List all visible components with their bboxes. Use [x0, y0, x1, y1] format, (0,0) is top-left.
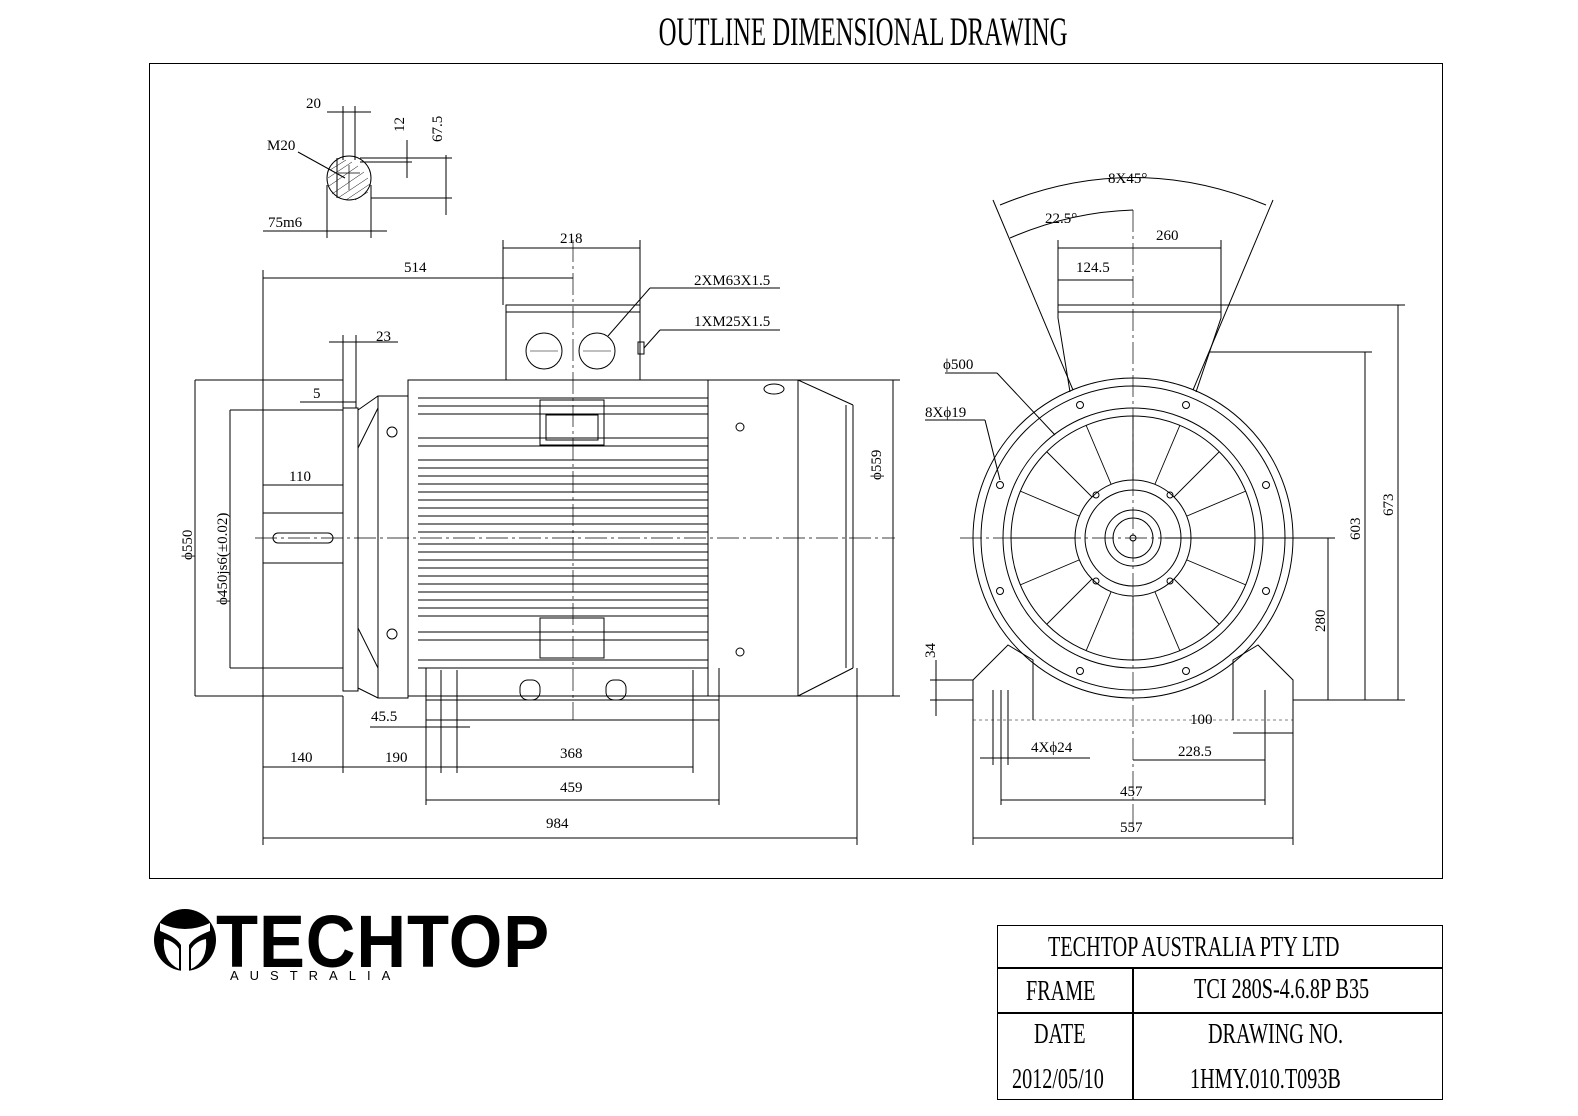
dim-tb-width: 218: [560, 231, 583, 247]
shaft-end-detail: [263, 106, 452, 238]
dim-gland-aux: 1XM25X1.5: [694, 314, 770, 330]
dim-shaft-length: 140: [290, 750, 313, 766]
dim-foot-holes-axial: 368: [560, 746, 583, 762]
drawing-no-label: DRAWING NO.: [1208, 1019, 1344, 1050]
techtop-logo-icon: [154, 909, 216, 971]
dim-pcd: ϕ500: [943, 357, 973, 373]
title-block: TECHTOP AUSTRALIA PTY LTD FRAME TCI 280S…: [997, 925, 1443, 1100]
title-block-divider: [1132, 967, 1134, 1099]
dim-shaft-key-depth: 12: [392, 117, 408, 132]
dim-height-tb-top: 603: [1348, 518, 1364, 541]
dim-shaft-key-width: 20: [306, 96, 321, 112]
dim-shaft-to-foot: 190: [385, 750, 408, 766]
end-view: [925, 177, 1405, 845]
techtop-logo: TECHTOP AUSTRALIA: [150, 900, 549, 990]
title-block-divider: [998, 1012, 1442, 1014]
logo-word: TECHTOP: [216, 900, 551, 983]
side-view: [194, 240, 900, 845]
page-title: OUTLINE DIMENSIONAL DRAWING: [658, 9, 1068, 54]
dim-overall-height: 673: [1381, 494, 1397, 517]
dim-flange-spigot: 23: [376, 329, 391, 345]
dim-gland-main: 2XM63X1.5: [694, 273, 770, 289]
dim-overall-width: 557: [1120, 820, 1143, 836]
frame-label: FRAME: [1026, 976, 1096, 1007]
logo-subtitle: AUSTRALIA: [230, 968, 402, 983]
dim-bolt-offset-angle: 22.5°: [1045, 211, 1077, 227]
dim-foot-holes: 4Xϕ24: [1031, 740, 1073, 756]
title-block-divider: [998, 967, 1442, 969]
dimension-labels: 20 12 67.5 M20 75m6 218 514 2XM63X1.5 1X…: [180, 96, 1397, 836]
dim-overall-length: 984: [546, 816, 569, 832]
dim-foot-thickness: 34: [923, 643, 939, 659]
dim-thread: M20: [267, 138, 295, 154]
dim-body-dia: ϕ559: [869, 450, 885, 480]
dim-foot-end: 45.5: [371, 709, 397, 725]
dim-flange-thickness: 5: [313, 386, 321, 402]
dim-tb-offset: 124.5: [1076, 260, 1110, 276]
dim-foot-width: 100: [1190, 712, 1213, 728]
dim-spigot-dia: ϕ450js6(±0.02): [215, 513, 231, 605]
date-value: 2012/05/10: [1012, 1064, 1104, 1095]
drawing-no-value: 1HMY.010.T093B: [1190, 1064, 1341, 1095]
dim-tb-position: 514: [404, 260, 427, 276]
dim-shaft-dia: 75m6: [268, 215, 303, 231]
date-label: DATE: [1034, 1019, 1086, 1050]
dim-foot-span: 457: [1120, 784, 1143, 800]
dim-shaft-height: 67.5: [430, 116, 446, 142]
company-name: TECHTOP AUSTRALIA PTY LTD: [1048, 932, 1340, 963]
dim-flange-holes: 8Xϕ19: [925, 405, 966, 421]
dim-bolt-angle: 8X45°: [1108, 171, 1147, 187]
dim-shaft-height-axis: 280: [1313, 610, 1329, 633]
drawing-frame: [149, 63, 1443, 879]
dim-half-foot-span: 228.5: [1178, 744, 1212, 760]
dim-key-length: 110: [289, 469, 311, 485]
dim-tb-half-width: 260: [1156, 228, 1179, 244]
dim-foot-length: 459: [560, 780, 583, 796]
dim-flange-dia: ϕ550: [180, 530, 196, 560]
frame-value: TCI 280S-4.6.8P B35: [1194, 974, 1370, 1005]
